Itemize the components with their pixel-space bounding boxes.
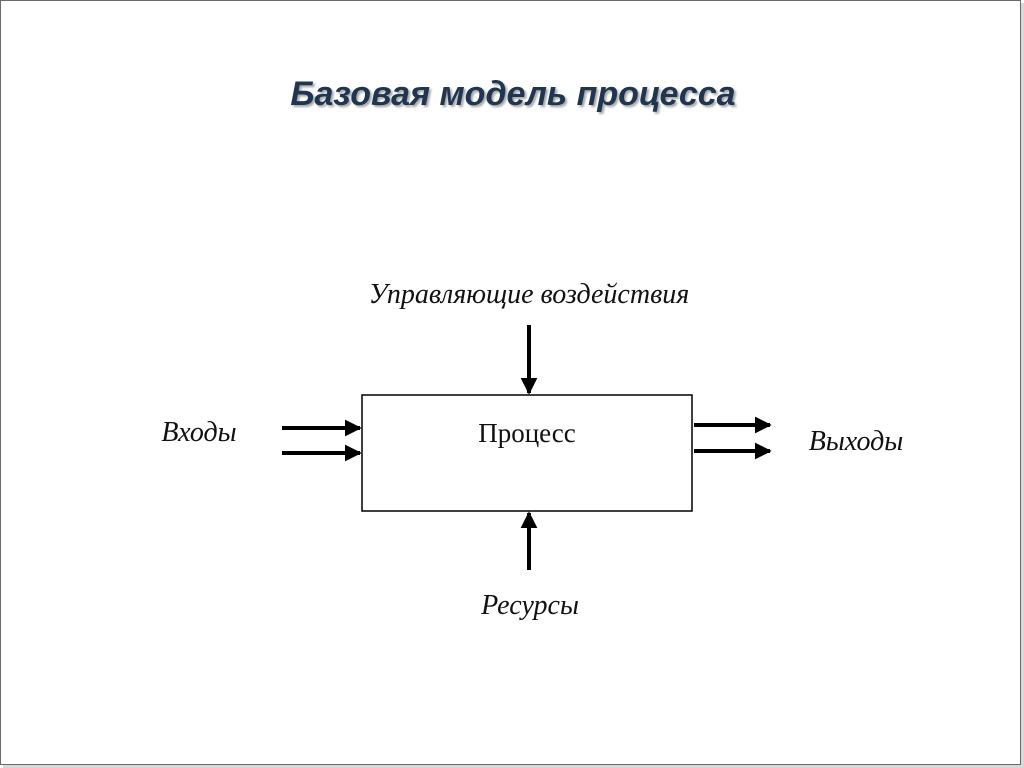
inputs-label: Входы bbox=[161, 417, 236, 448]
process-label: Процесс bbox=[478, 418, 576, 448]
control-label: Управляющие воздействия bbox=[369, 279, 689, 310]
process-box bbox=[361, 394, 693, 512]
slide-title: Базовая модель процесса bbox=[290, 75, 736, 113]
outputs-label: Выходы bbox=[809, 426, 904, 457]
resources-label: Ресурсы bbox=[480, 590, 579, 621]
